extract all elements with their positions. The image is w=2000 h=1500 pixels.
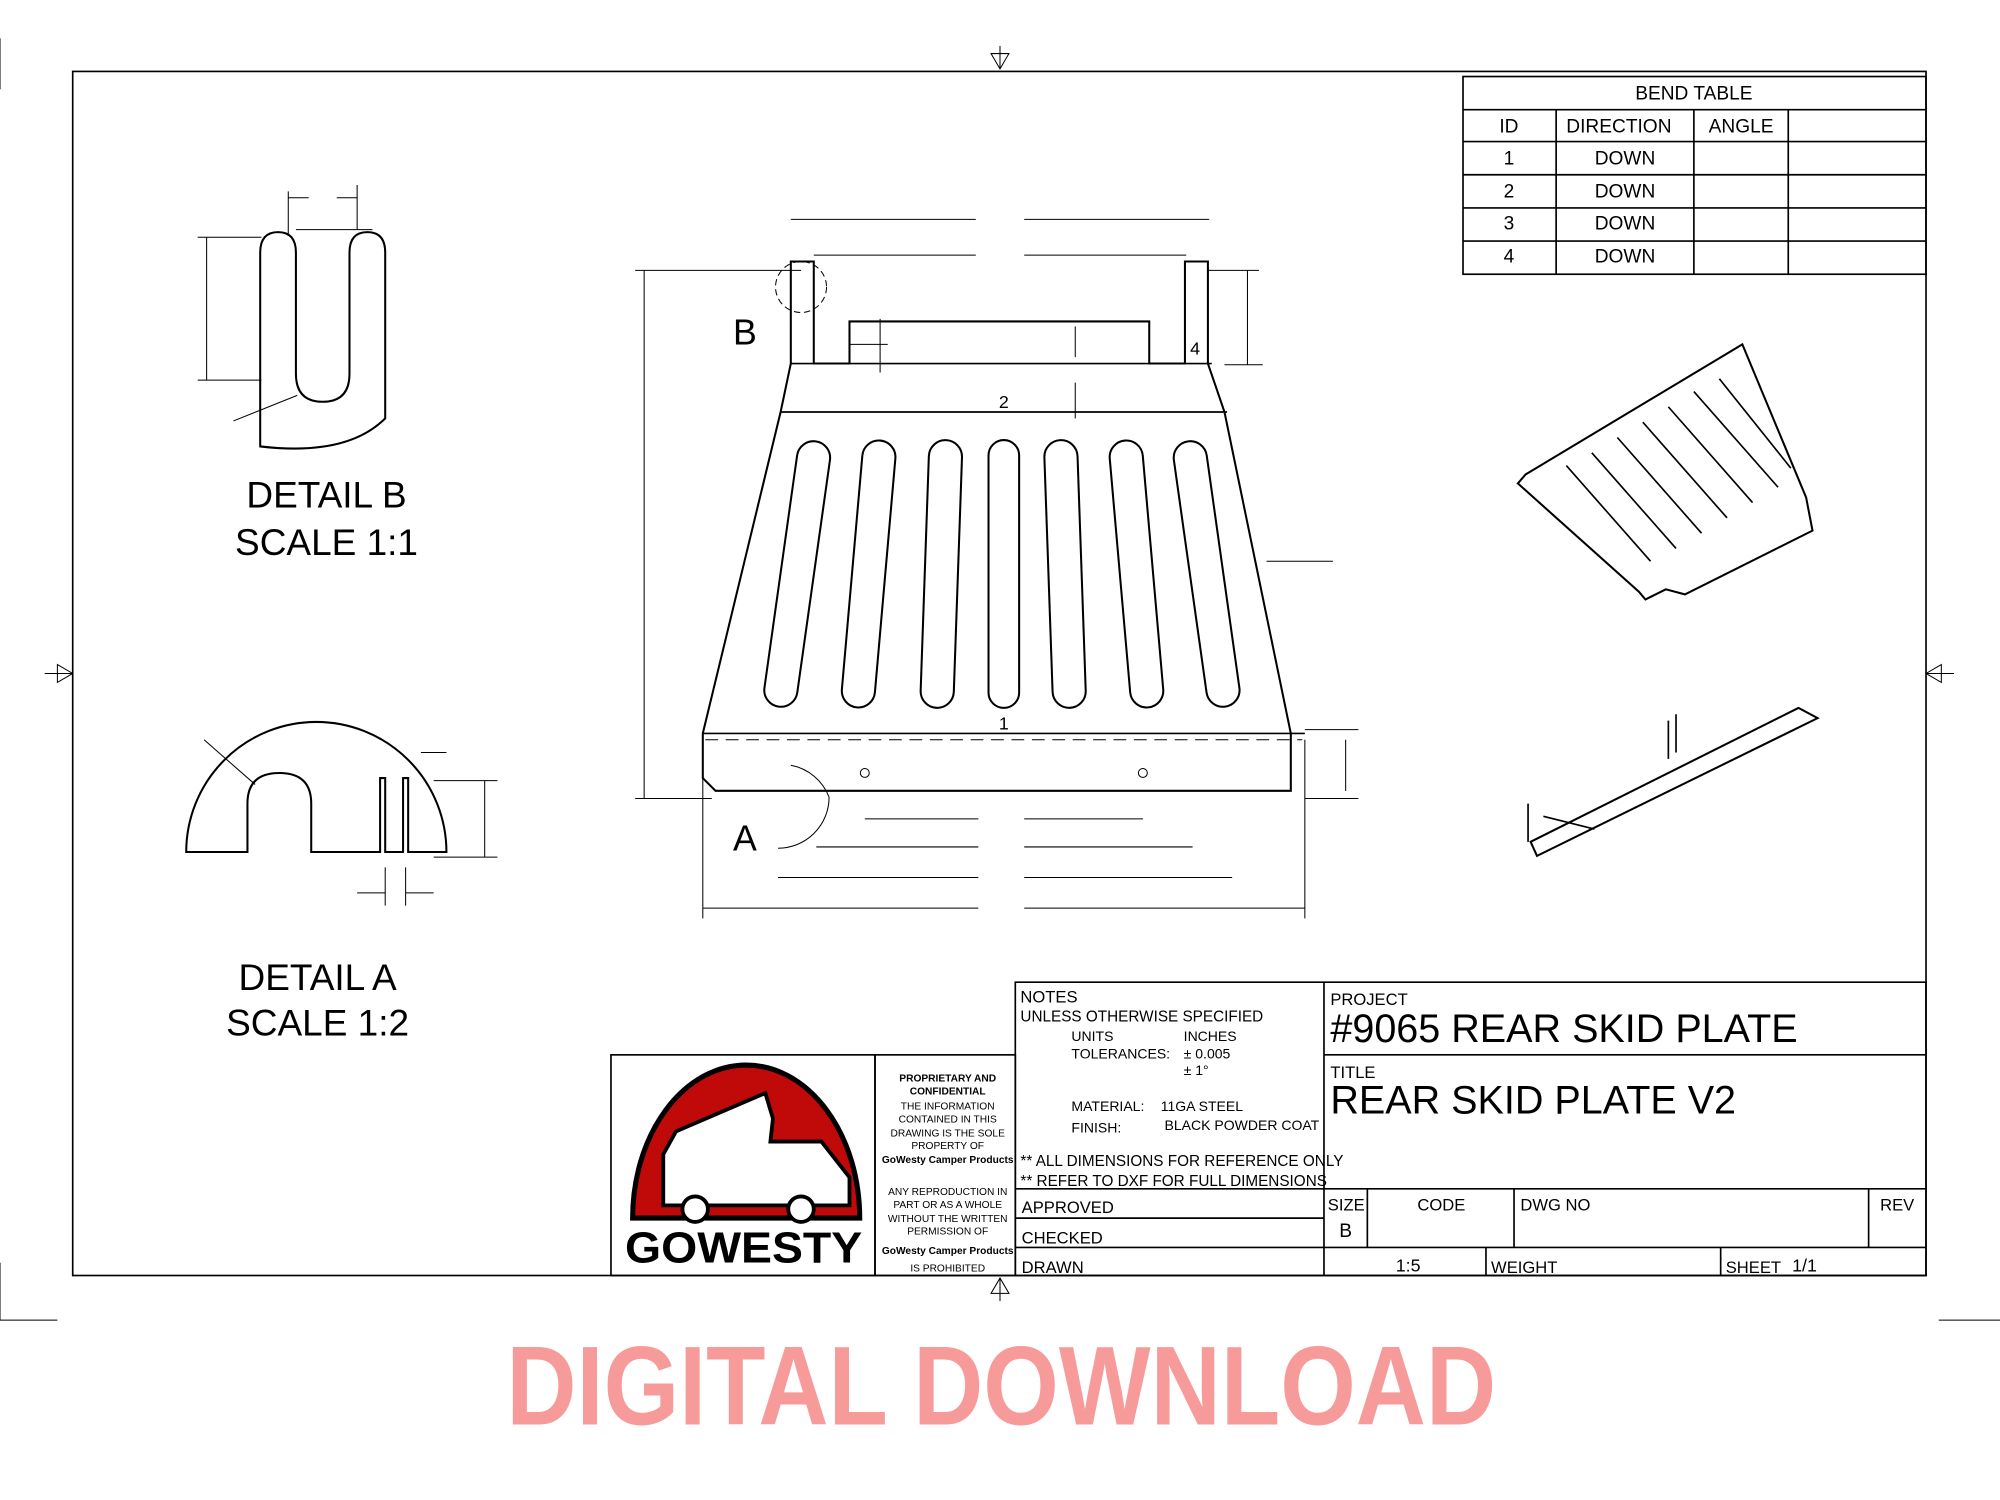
isometric-view-top — [1516, 342, 1814, 601]
finish-value: BLACK POWDER COAT — [1165, 1117, 1320, 1133]
material-value: 11GA STEEL — [1161, 1098, 1244, 1114]
proprietary-line: IS PROHIBITED — [910, 1264, 985, 1275]
note-reference: ** ALL DIMENSIONS FOR REFERENCE ONLY — [1020, 1153, 1343, 1170]
detail-a-scale: SCALE 1:2 — [226, 1003, 409, 1044]
proprietary-line: PART OR AS A WHOLE — [893, 1200, 1002, 1211]
proprietary-line: ANY REPRODUCTION IN — [888, 1187, 1007, 1198]
logo-text: GOWESTY — [625, 1225, 862, 1273]
code-label: CODE — [1417, 1195, 1465, 1214]
title-label: TITLE — [1330, 1063, 1375, 1082]
bend-table: BEND TABLE ID DIRECTION ANGLE 1 DOWN 2 D… — [1462, 75, 1927, 276]
size-value: B — [1339, 1221, 1352, 1242]
size-label: SIZE — [1328, 1195, 1365, 1214]
finish-label: FINISH: — [1071, 1120, 1121, 1136]
drawing-title: REAR SKID PLATE V2 — [1330, 1079, 1736, 1123]
proprietary-line: PERMISSION OF — [907, 1227, 988, 1238]
approved-label: APPROVED — [1022, 1198, 1114, 1217]
notes-unless: UNLESS OTHERWISE SPECIFIED — [1020, 1009, 1263, 1026]
proprietary-line: CONTAINED IN THIS — [899, 1114, 997, 1125]
proprietary-heading: CONFIDENTIAL — [910, 1086, 986, 1097]
detail-a-title: DETAIL A — [239, 957, 398, 998]
row-id: 3 — [1504, 214, 1515, 235]
row-direction: DOWN — [1595, 214, 1656, 235]
gowesty-logo: GOWESTY — [610, 1054, 876, 1277]
drawn-label: DRAWN — [1022, 1258, 1084, 1277]
center-marks — [0, 38, 2000, 1321]
row-id: 1 — [1504, 149, 1515, 170]
header-direction: DIRECTION — [1566, 117, 1671, 138]
isometric-view-side — [1527, 706, 1820, 858]
dwg-no-label: DWG NO — [1520, 1195, 1590, 1214]
header-id: ID — [1499, 117, 1518, 138]
row-id: 2 — [1504, 182, 1515, 203]
tolerances-label: TOLERANCES: — [1071, 1046, 1170, 1062]
proprietary-notice: PROPRIETARY AND CONFIDENTIAL THE INFORMA… — [874, 1054, 1017, 1277]
header-angle: ANGLE — [1709, 117, 1774, 138]
project-label: PROJECT — [1330, 990, 1407, 1009]
row-direction: DOWN — [1595, 149, 1656, 170]
sheet-value: 1/1 — [1792, 1256, 1817, 1276]
detail-a-callout: A — [733, 819, 757, 859]
bend-label: 2 — [999, 392, 1009, 412]
weight-label: WEIGHT — [1491, 1258, 1557, 1277]
detail-b-title: DETAIL B — [246, 475, 406, 516]
proprietary-heading: PROPRIETARY AND — [899, 1074, 996, 1085]
proprietary-line: PROPERTY OF — [911, 1141, 984, 1152]
row-id: 4 — [1504, 247, 1515, 268]
tolerance-angle: ± 1° — [1184, 1062, 1209, 1078]
row-direction: DOWN — [1595, 182, 1656, 203]
proprietary-line: DRAWING IS THE SOLE — [891, 1128, 1006, 1139]
bend-label: 4 — [1190, 339, 1200, 359]
note-dxf: ** REFER TO DXF FOR FULL DIMENSIONS — [1020, 1173, 1327, 1190]
rev-label: REV — [1880, 1195, 1914, 1214]
scale-value: 1:5 — [1396, 1256, 1421, 1276]
proprietary-line: WITHOUT THE WRITTEN — [888, 1214, 1008, 1225]
units-value: INCHES — [1184, 1028, 1237, 1044]
bend-table-title: BEND TABLE — [1635, 83, 1752, 104]
checked-label: CHECKED — [1022, 1229, 1103, 1248]
digital-download-watermark: DIGITAL DOWNLOAD — [506, 1323, 1496, 1449]
detail-a-view: DETAIL A SCALE 1:2 — [185, 720, 498, 1044]
notes-heading: NOTES — [1020, 988, 1077, 1007]
company-name: GoWesty Camper Products — [882, 1155, 1014, 1166]
detail-b-view: DETAIL B SCALE 1:1 — [197, 184, 418, 563]
row-direction: DOWN — [1595, 247, 1656, 268]
project-value: #9065 REAR SKID PLATE — [1330, 1007, 1797, 1051]
slots — [763, 439, 1241, 709]
detail-b-callout: B — [733, 312, 757, 352]
units-label: UNITS — [1071, 1028, 1113, 1044]
bend-label: 1 — [999, 714, 1009, 734]
detail-b-scale: SCALE 1:1 — [235, 522, 418, 563]
company-name: GoWesty Camper Products — [882, 1246, 1014, 1257]
sheet-label: SHEET — [1726, 1258, 1781, 1277]
proprietary-line: THE INFORMATION — [901, 1102, 995, 1113]
title-block: NOTES UNLESS OTHERWISE SPECIFIED UNITS I… — [1014, 981, 1927, 1277]
material-label: MATERIAL: — [1071, 1098, 1144, 1114]
main-view: 2 1 4 B A — [635, 218, 1359, 919]
dimension-lines — [635, 218, 1359, 919]
tolerance-linear: ± 0.005 — [1184, 1046, 1231, 1062]
